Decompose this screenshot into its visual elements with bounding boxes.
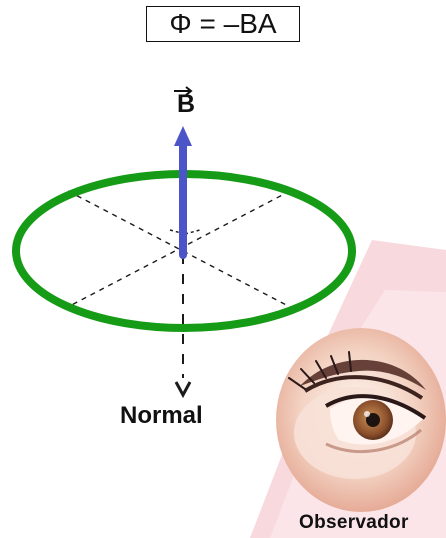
vector-label-b: B bbox=[170, 84, 202, 124]
observer-eye-icon bbox=[276, 328, 446, 512]
normal-label: Normal bbox=[120, 398, 246, 434]
coordinate-guides bbox=[62, 191, 292, 378]
observer-label: Observador bbox=[299, 511, 444, 535]
magnetic-field-arrow bbox=[174, 126, 192, 255]
normal-arrowhead bbox=[176, 382, 190, 395]
formula-box: Φ = –BA bbox=[146, 6, 300, 42]
